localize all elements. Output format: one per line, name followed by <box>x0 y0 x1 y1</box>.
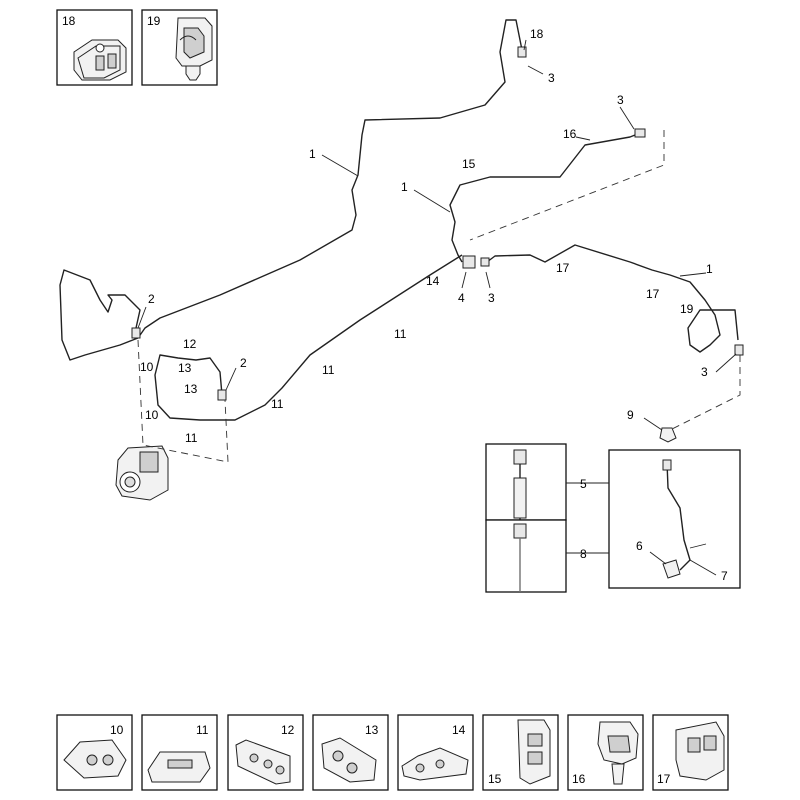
thumbnail-12-label: 12 <box>281 723 295 737</box>
union-4 <box>462 255 476 269</box>
callout-13: 13 <box>184 382 198 396</box>
fitting-2-left <box>131 327 141 339</box>
fitting-top <box>517 46 527 58</box>
fitting-3-right <box>734 344 744 356</box>
callout-9: 9 <box>627 408 634 422</box>
thumbnail-19-label: 19 <box>147 14 161 28</box>
thumbnail-17-label: 17 <box>657 772 671 786</box>
pipe-11 <box>154 254 463 421</box>
callout-11: 11 <box>185 431 198 445</box>
callout-13: 13 <box>178 361 192 375</box>
brake-pipes <box>59 19 739 421</box>
clip-19-icon <box>175 17 213 81</box>
callout-17: 17 <box>556 261 570 275</box>
pipe-2-left <box>59 269 141 361</box>
callout-1: 1 <box>706 262 713 276</box>
fittings <box>131 46 744 401</box>
thumbnail-10: 10 <box>56 714 133 791</box>
clip-12-icon <box>235 739 291 785</box>
callout-2: 2 <box>240 356 247 370</box>
thumbnail-16: 16 <box>567 714 644 791</box>
thumbnail-11-label: 11 <box>196 723 209 737</box>
thumbnail-17: 17 <box>652 714 729 791</box>
callout-11: 11 <box>271 397 284 411</box>
clip-9-icon <box>659 427 677 443</box>
callout-19: 19 <box>680 302 694 316</box>
callout-5: 5 <box>580 477 587 491</box>
thumbnail-19: 19 <box>141 9 218 86</box>
callout-4: 4 <box>458 291 465 305</box>
detail-inset-5 <box>485 443 567 521</box>
abs-modulator-icon <box>115 445 169 501</box>
callout-7: 7 <box>721 569 728 583</box>
pipe-17 <box>486 244 739 353</box>
thumbnail-11: 11 <box>141 714 218 791</box>
callout-3: 3 <box>701 365 708 379</box>
thumbnail-10-label: 10 <box>110 723 124 737</box>
callout-18: 18 <box>530 27 544 41</box>
callout-6: 6 <box>636 539 643 553</box>
thumbnail-18: 18 <box>56 9 133 86</box>
fitting-2-mid <box>217 389 227 401</box>
thumbnail-12: 12 <box>227 714 304 791</box>
clip-13-icon <box>321 737 377 783</box>
callout-3: 3 <box>488 291 495 305</box>
fitting-3-mid <box>480 257 490 267</box>
dashed-guides <box>137 130 741 463</box>
pipe-1-middle <box>449 132 641 263</box>
callout-3: 3 <box>617 93 624 107</box>
thumbnail-14-label: 14 <box>452 723 466 737</box>
thumbnail-18-label: 18 <box>62 14 76 28</box>
callout-1: 1 <box>309 147 316 161</box>
callout-labels: 1 1 1 2 2 3 3 3 3 4 5 6 7 8 9 10 10 11 1… <box>140 27 728 583</box>
clip-18-icon <box>73 39 127 81</box>
callout-3: 3 <box>548 71 555 85</box>
callout-1: 1 <box>401 180 408 194</box>
thumbnail-15-label: 15 <box>488 772 502 786</box>
thumbnail-13: 13 <box>312 714 389 791</box>
callout-11: 11 <box>394 327 407 341</box>
callout-8: 8 <box>580 547 587 561</box>
callout-17: 17 <box>646 287 660 301</box>
detail-inset-8 <box>485 519 567 593</box>
callout-16: 16 <box>563 127 577 141</box>
fitting-16 <box>634 128 646 138</box>
hose-assembly-panel <box>608 427 741 589</box>
callout-10: 10 <box>145 408 159 422</box>
banjo-6-icon <box>662 559 681 579</box>
pipe-1-long <box>137 19 523 339</box>
callout-2: 2 <box>148 292 155 306</box>
callout-11: 11 <box>322 363 335 377</box>
brake-hose <box>666 461 691 571</box>
callout-14: 14 <box>426 274 440 288</box>
callout-15: 15 <box>462 157 476 171</box>
thumbnail-14: 14 <box>397 714 474 791</box>
callout-12: 12 <box>183 337 197 351</box>
thumbnail-13-label: 13 <box>365 723 379 737</box>
callout-10: 10 <box>140 360 154 374</box>
thumbnail-15: 15 <box>482 714 559 791</box>
thumbnail-16-label: 16 <box>572 772 586 786</box>
leaders <box>137 39 737 576</box>
